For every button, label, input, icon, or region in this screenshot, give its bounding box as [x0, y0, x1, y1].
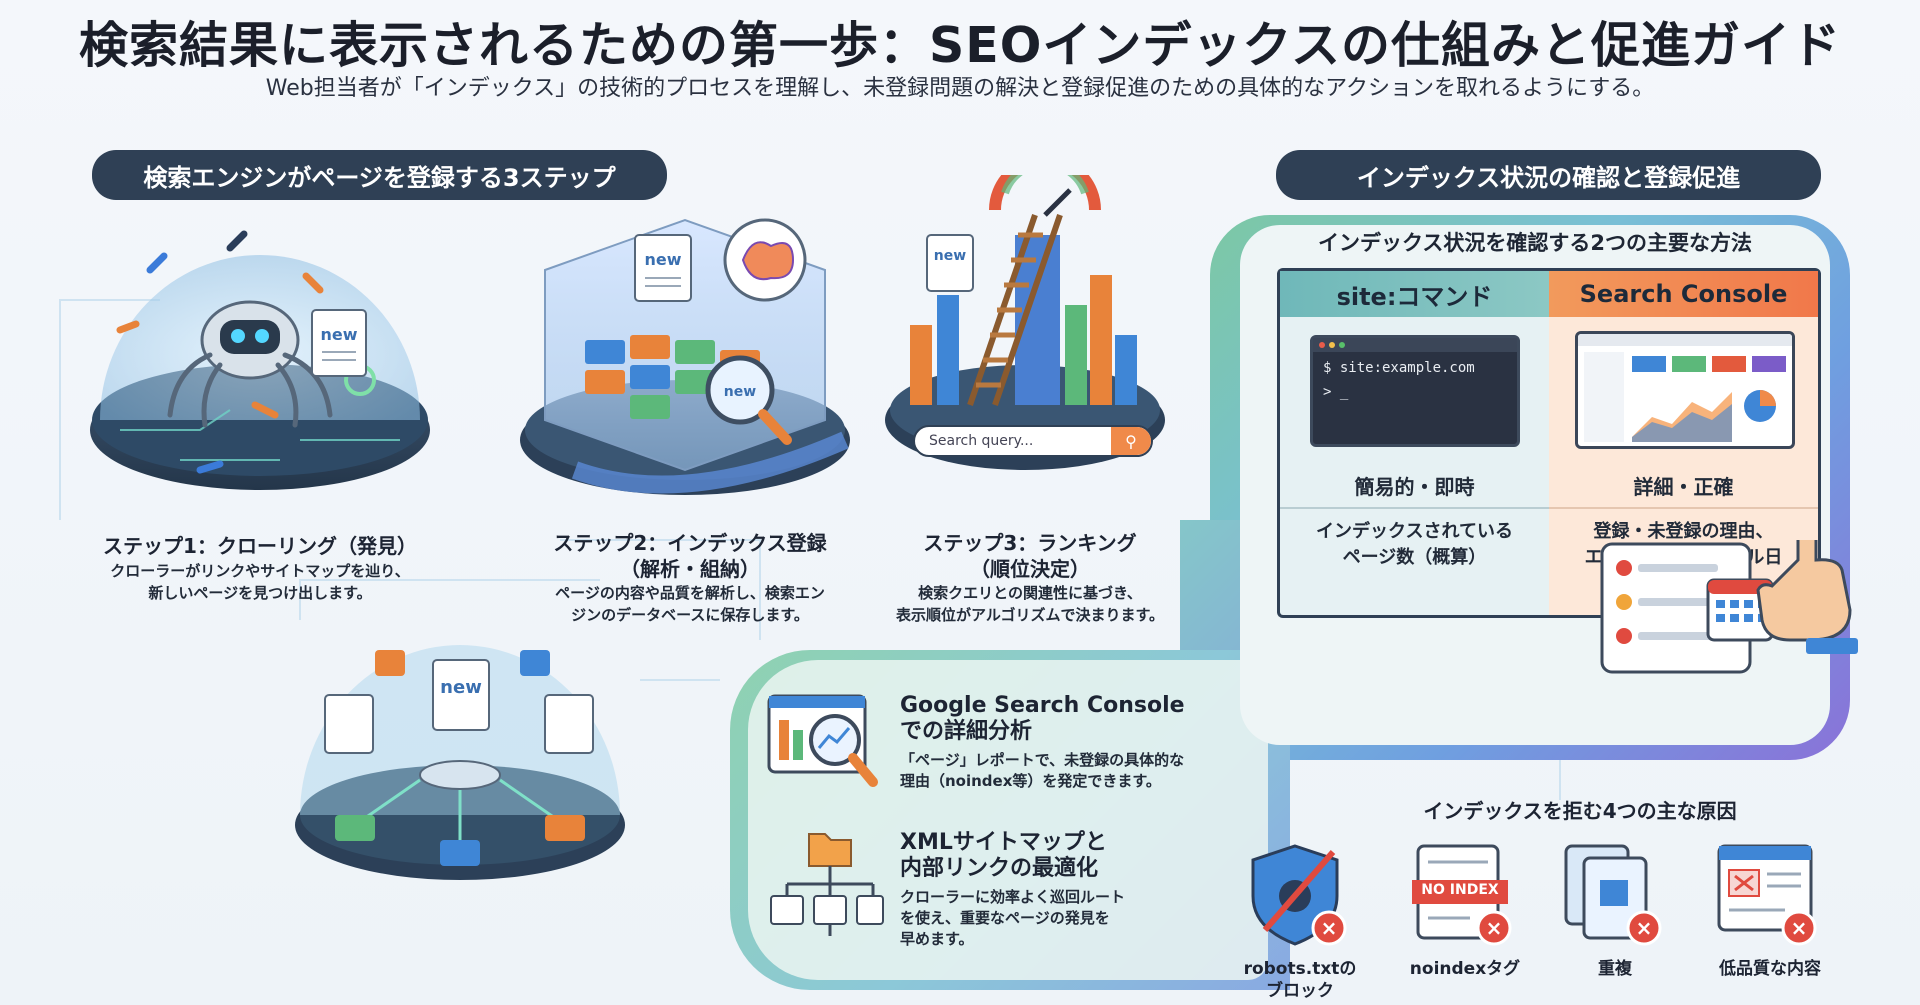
duplicate-doc-icon: ×	[1564, 844, 1662, 946]
magnifier-icon	[705, 355, 775, 425]
section-heading-steps: 検索エンジンがページを登録する3ステップ	[92, 150, 667, 200]
indexing-illustration: new new	[520, 218, 850, 495]
svg-text:new: new	[644, 250, 681, 269]
cause-label-robots: robots.txtの ブロック	[1243, 959, 1357, 1001]
svg-text:new: new	[320, 325, 357, 344]
crawler-illustration: new	[90, 230, 430, 490]
svg-text:×: ×	[1486, 916, 1503, 940]
site-command-heading: site:コマンド	[1280, 271, 1549, 317]
new-document-icon: new	[634, 234, 692, 302]
sitemap-tree-icon	[770, 833, 884, 936]
step2-title: ステップ2：インデックス登録 （解析・組納）	[553, 531, 827, 581]
page-title: 検索結果に表示されるための第一歩：SEOインデックスの仕組みと促進ガイド	[79, 17, 1841, 74]
section-heading-index-status: インデックス状況の確認と登録促進	[1276, 150, 1821, 200]
step3-desc: 検索クエリとの関連性に基づき、 表示順位がアルゴリズムで決まります。	[895, 584, 1165, 624]
new-document-icon: new	[311, 309, 367, 377]
shield-block-icon: ×	[1251, 844, 1347, 946]
action-gsc-title: Google Search Console での詳細分析	[900, 693, 1185, 744]
action-sitemap-desc: クローラーに効率よく巡回ルート を使え、重要なページの発見を 早めます。	[900, 888, 1126, 948]
svg-text:×: ×	[1321, 916, 1338, 940]
step1-desc: クローラーがリンクやサイトマップを辿り、 新しいページを見つけ出します。	[110, 562, 410, 602]
cause-label-noindex: noindexタグ	[1409, 959, 1521, 979]
causes-title: インデックスを拒む4つの主な原因	[1423, 799, 1737, 823]
svg-text:new: new	[934, 248, 966, 264]
site-command-desc: インデックスされている ページ数（概算）	[1316, 521, 1513, 568]
terminal-command: $ site:example.com	[1323, 360, 1475, 376]
new-document-icon: new	[432, 659, 490, 731]
step2-desc: ページの内容や品質を解析し、検索エン ジンのデータベースに保存します。	[555, 584, 825, 624]
step1-title: ステップ1：クローリング（発見）	[103, 534, 417, 558]
search-placeholder: Search query...	[929, 433, 1034, 449]
search-console-summary: 詳細・正確	[1633, 475, 1734, 499]
terminal-window: $ site:example.com > _	[1310, 335, 1520, 447]
low-quality-page-icon: ×	[1717, 844, 1817, 946]
action-gsc-desc: 「ページ」レポートで、未登録の具体的な 理由（noindex等）を発定できます。	[900, 751, 1185, 790]
search-query-box[interactable]: Search query... ⚲	[913, 425, 1153, 457]
site-command-panel: site:コマンド $ site:example.com > _ 簡易的・即時 …	[1277, 268, 1549, 618]
pointing-hand-icon	[1756, 540, 1852, 642]
page-subtitle: Web担当者が「インデックス」の技術的プロセスを理解し、未登録問題の解決と登録促…	[265, 76, 1655, 101]
search-console-panel: Search Console 詳細・正確 登録・未登録の理由、 エラー、最終クロ…	[1549, 268, 1821, 618]
svg-text:new: new	[724, 384, 756, 400]
cause-label-duplicate: 重複	[1598, 959, 1632, 979]
index-hub-illustration: new	[295, 645, 625, 880]
site-command-summary: 簡易的・即時	[1354, 475, 1475, 499]
noindex-badge: NO INDEX	[1421, 882, 1499, 898]
new-document-icon: new	[926, 234, 974, 292]
step3-title: ステップ3：ランキング （順位決定）	[923, 531, 1137, 581]
terminal-prompt: > _	[1323, 384, 1349, 400]
search-icon[interactable]: ⚲	[1111, 427, 1151, 455]
search-console-screen	[1575, 331, 1795, 449]
svg-text:×: ×	[1791, 916, 1808, 940]
search-console-heading: Search Console	[1549, 271, 1818, 317]
brain-icon	[741, 241, 795, 281]
action-sitemap-title: XMLサイトマップと 内部リンクの最適化	[900, 830, 1107, 881]
noindex-doc-icon: ×	[1412, 844, 1512, 946]
cause-label-low-quality: 低品質な内容	[1719, 959, 1821, 979]
search-console-analysis-icon	[767, 694, 878, 787]
svg-text:×: ×	[1636, 916, 1653, 940]
report-calendar-illustration	[1600, 540, 1858, 674]
methods-title: インデックス状況を確認する2つの主要な方法	[1318, 231, 1752, 255]
svg-text:new: new	[440, 677, 482, 698]
